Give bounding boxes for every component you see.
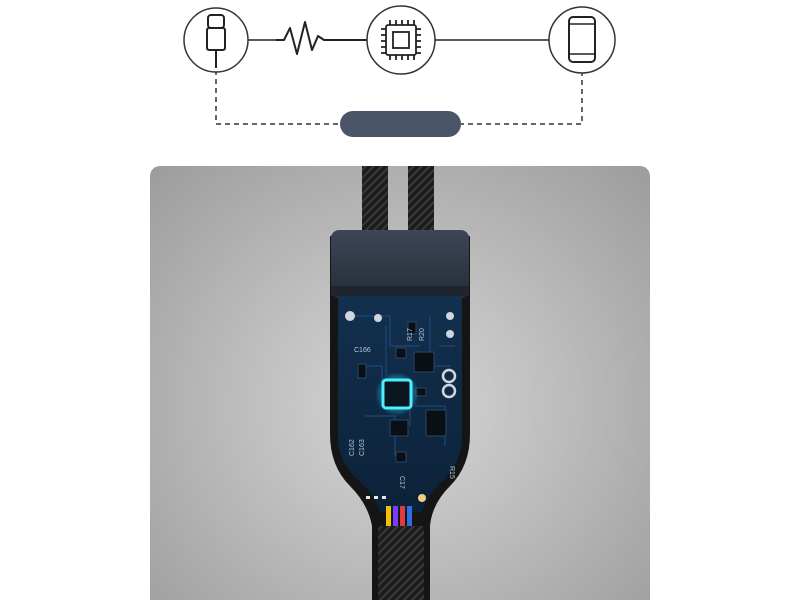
braided-cable-bottom xyxy=(378,526,424,600)
svg-text:C162: C162 xyxy=(349,439,356,456)
usb-c-connector-icon xyxy=(206,14,226,68)
signal-wave-icon xyxy=(276,21,370,55)
processor-chip xyxy=(381,378,413,410)
svg-text:C166: C166 xyxy=(354,347,371,354)
cable-product-illustration: R17 R20 C166 C162 C163 C17 R15 xyxy=(330,166,470,600)
smartphone-node xyxy=(548,6,616,74)
chip-node xyxy=(366,5,436,75)
ic-left xyxy=(389,419,409,437)
svg-text:R20: R20 xyxy=(419,328,426,341)
braided-cable-right xyxy=(408,166,434,236)
svg-text:R15: R15 xyxy=(448,466,455,479)
link-bar xyxy=(340,111,461,137)
ic-top xyxy=(413,351,435,373)
product-panel: R17 R20 C166 C162 C163 C17 R15 xyxy=(150,166,650,600)
signal-path-diagram xyxy=(183,5,616,137)
chip-icon xyxy=(381,20,421,60)
usb-c-node xyxy=(183,7,249,73)
braided-cable-left xyxy=(362,166,388,236)
svg-text:C163: C163 xyxy=(359,439,366,456)
colored-wires xyxy=(386,506,412,532)
smartphone-icon xyxy=(568,16,596,63)
svg-text:C17: C17 xyxy=(398,476,405,489)
svg-text:R17: R17 xyxy=(407,328,414,341)
ic-right xyxy=(425,409,447,437)
connector-housing xyxy=(331,230,469,298)
